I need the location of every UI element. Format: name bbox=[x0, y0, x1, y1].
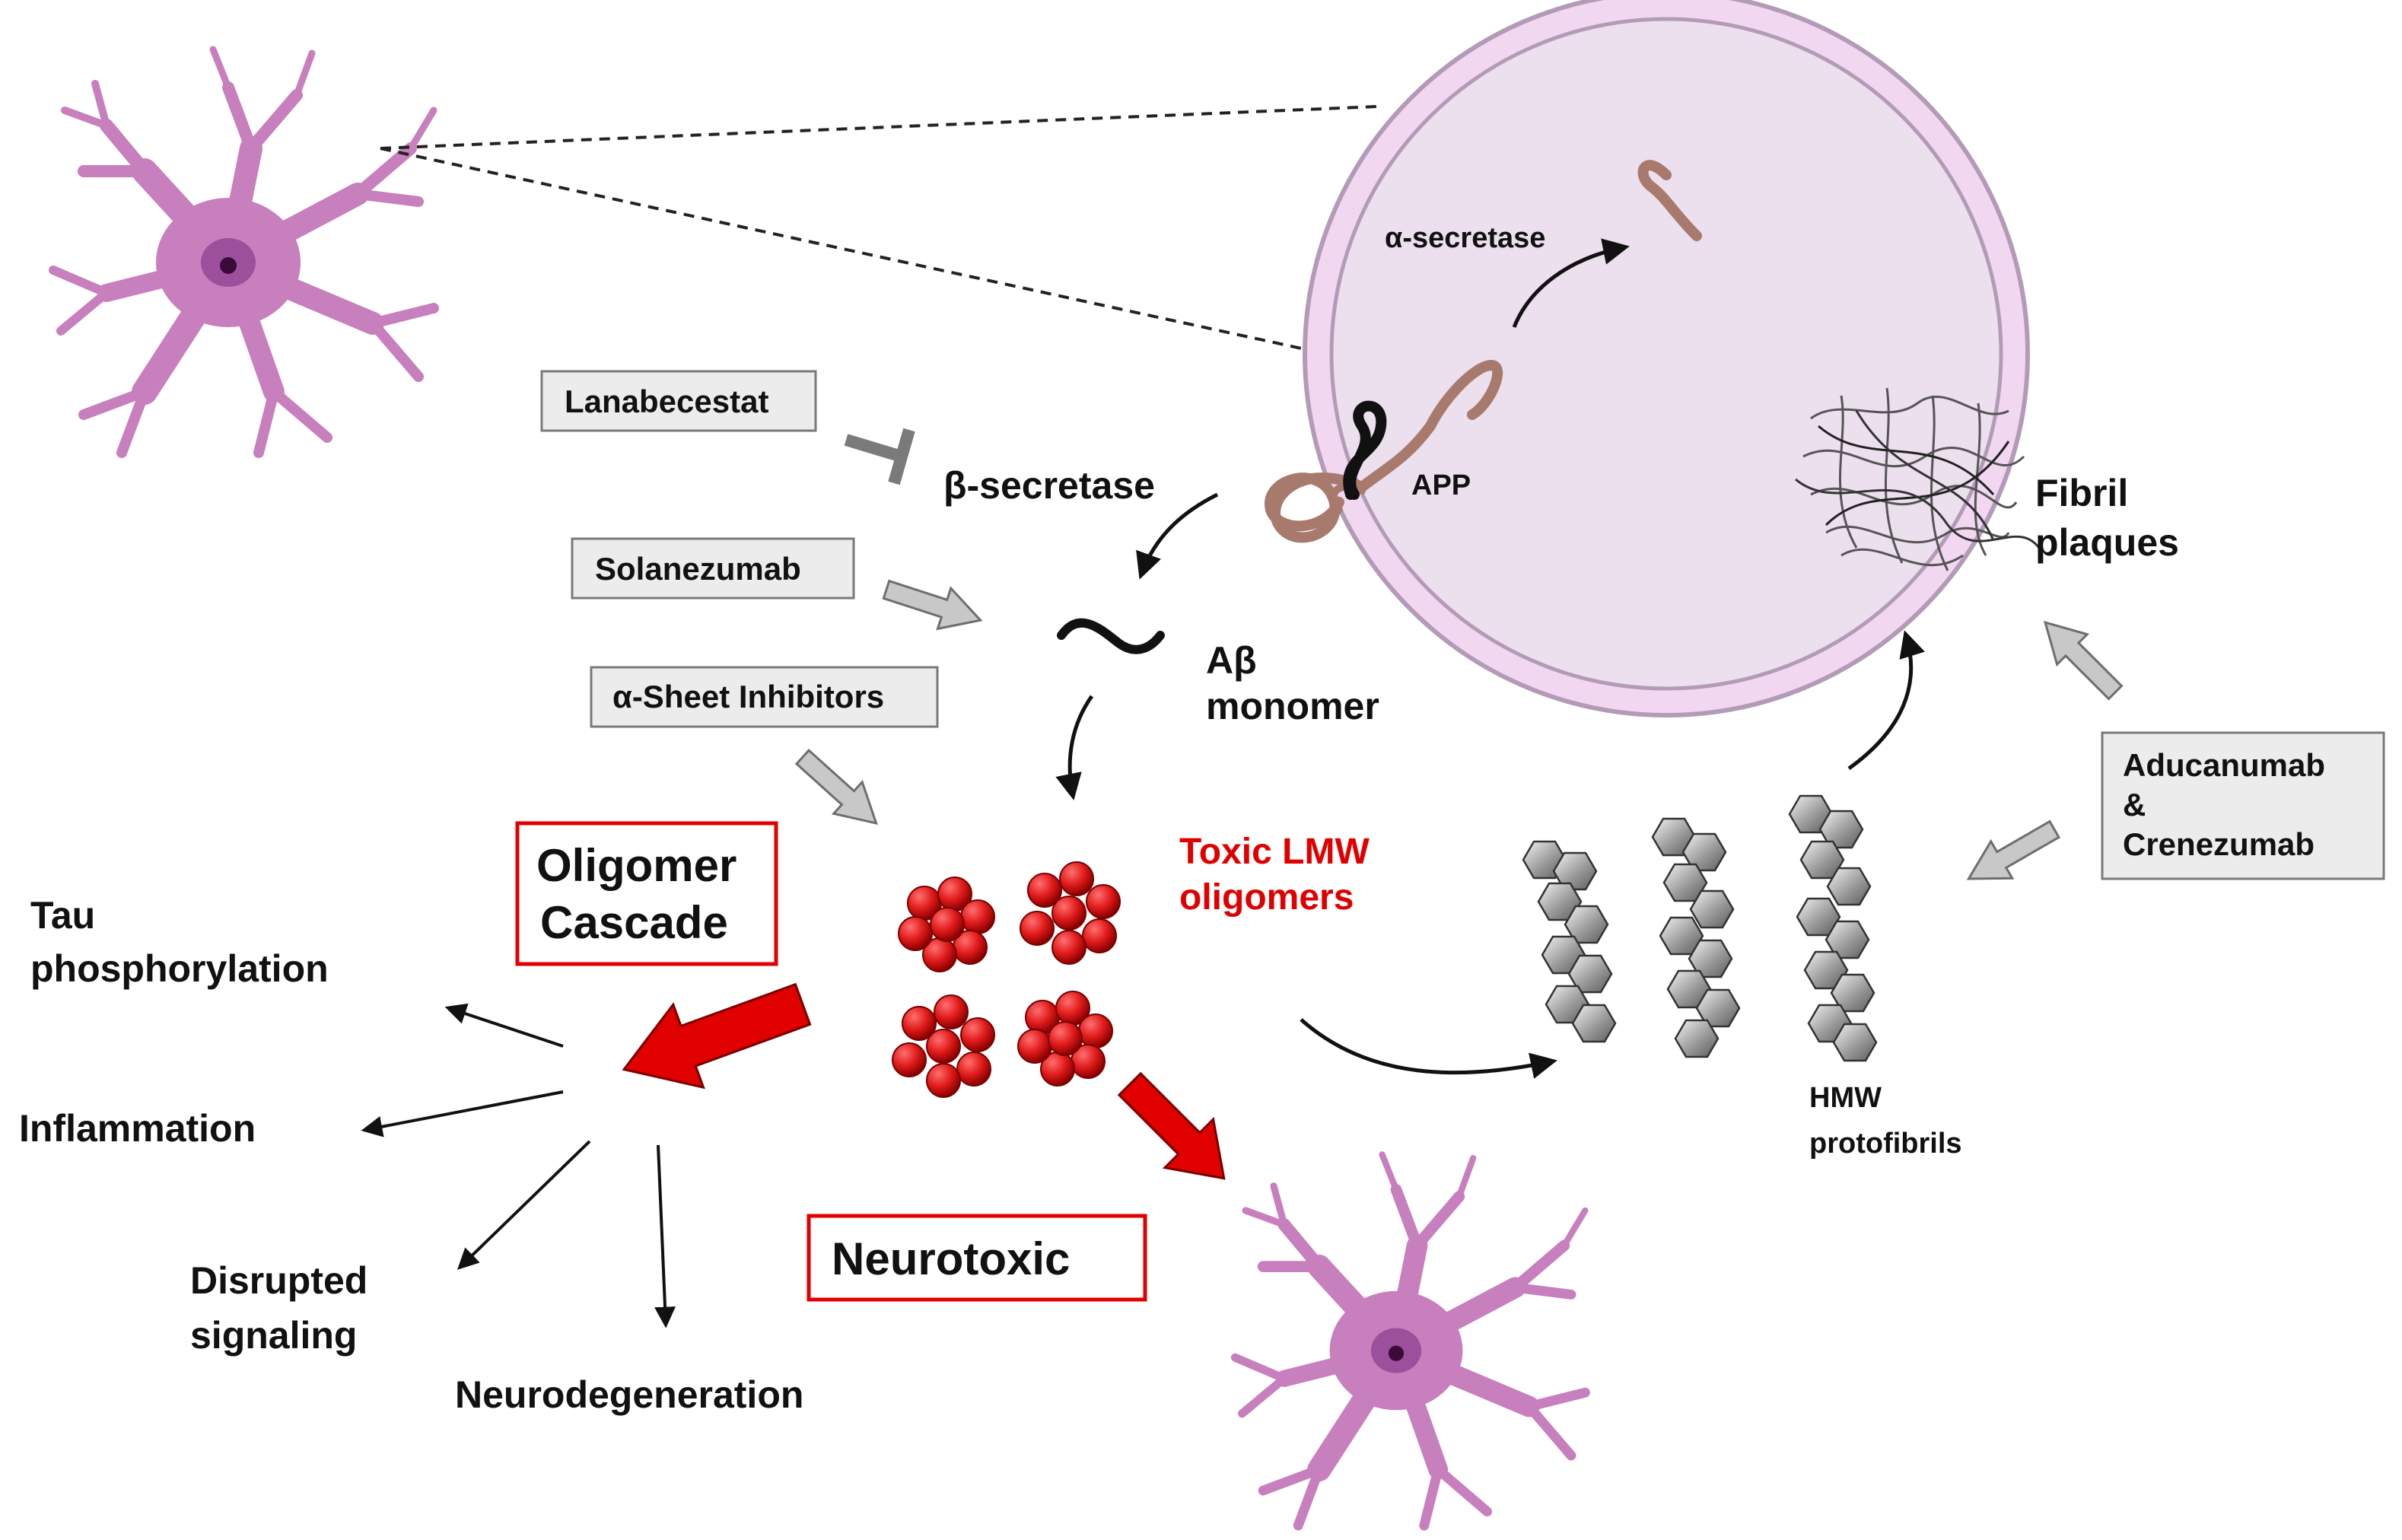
svg-text:α-Sheet Inhibitors: α-Sheet Inhibitors bbox=[612, 679, 884, 714]
disrupted-label: Disrupted bbox=[190, 1259, 367, 1302]
svg-text:Cascade: Cascade bbox=[540, 897, 728, 948]
monomer-to-oligomer-arrow bbox=[1055, 695, 1094, 800]
aducanumab-arrow-up bbox=[2043, 620, 2124, 701]
svg-text:Crenezumab: Crenezumab bbox=[2123, 826, 2315, 862]
svg-text:Oligomer: Oligomer bbox=[536, 840, 737, 891]
app-protein bbox=[1265, 160, 1702, 543]
tau-label: Tau bbox=[30, 894, 95, 937]
neurotoxic-box: Neurotoxic bbox=[806, 1214, 1147, 1302]
inflammation-label: Inflammation bbox=[19, 1107, 256, 1150]
toxic-lmw-label: Toxic LMW bbox=[1179, 832, 1370, 872]
solanezumab-arrow bbox=[882, 579, 983, 631]
zoom-lines bbox=[380, 105, 1378, 352]
abeta-label: Aβ bbox=[1206, 639, 1257, 682]
neurodegeneration-label: Neurodegeneration bbox=[455, 1373, 803, 1416]
neuron-bottom bbox=[1235, 1154, 1585, 1526]
beta-cleavage-arrow bbox=[1136, 492, 1219, 580]
aducanumab-box: Aducanumab & Crenezumab bbox=[2101, 731, 2385, 880]
red-arrow-to-neuron bbox=[1117, 1071, 1226, 1180]
hmw-protofibrils bbox=[1522, 794, 1878, 1062]
oligomer-cascade-box: Oligomer Cascade bbox=[515, 821, 778, 966]
signaling-label: signaling bbox=[190, 1314, 357, 1357]
aducanumab-arrow-left bbox=[1966, 819, 2061, 880]
sheet-inhibitors-arrow bbox=[794, 748, 878, 826]
protofibril-to-plaque-arrow bbox=[1847, 630, 1925, 771]
protofibrils-label: protofibrils bbox=[1809, 1128, 1962, 1160]
lanabecestat-box: Lanabecestat bbox=[540, 370, 817, 432]
monomer-label: monomer bbox=[1206, 685, 1379, 727]
fibril-plaques bbox=[1795, 387, 2041, 571]
svg-text:Aducanumab: Aducanumab bbox=[2123, 747, 2325, 783]
toxic-oligomers bbox=[892, 861, 1121, 1098]
svg-text:Lanabecestat: Lanabecestat bbox=[565, 383, 768, 419]
sheet-inhibitors-box: α-Sheet Inhibitors bbox=[590, 666, 939, 728]
beta-secretase-label: β-secretase bbox=[943, 464, 1155, 507]
neuron-top-left bbox=[53, 49, 434, 453]
plaques-label: plaques bbox=[2035, 521, 2179, 564]
svg-text:Neurotoxic: Neurotoxic bbox=[832, 1233, 1070, 1284]
effect-arrows bbox=[361, 1003, 676, 1328]
hmw-label: HMW bbox=[1809, 1082, 1882, 1114]
oligomer-to-protofibril-arrow bbox=[1300, 1018, 1557, 1079]
solanezumab-box: Solanezumab bbox=[571, 537, 855, 600]
phosphorylation-label: phosphorylation bbox=[30, 947, 329, 990]
svg-text:Solanezumab: Solanezumab bbox=[595, 551, 801, 587]
oligomers-label: oligomers bbox=[1179, 877, 1354, 918]
red-arrow-to-cascade bbox=[622, 982, 812, 1090]
cell-membrane bbox=[1303, 0, 2030, 718]
alpha-secretase-arrow bbox=[1512, 238, 1630, 328]
app-label: APP bbox=[1411, 469, 1471, 501]
abeta-monomer-shape bbox=[1057, 618, 1165, 654]
svg-text:&: & bbox=[2123, 787, 2146, 822]
fibril-label: Fibril bbox=[2035, 472, 2128, 514]
inhibition-bar bbox=[844, 428, 915, 485]
alpha-secretase-label: α-secretase bbox=[1385, 222, 1545, 254]
